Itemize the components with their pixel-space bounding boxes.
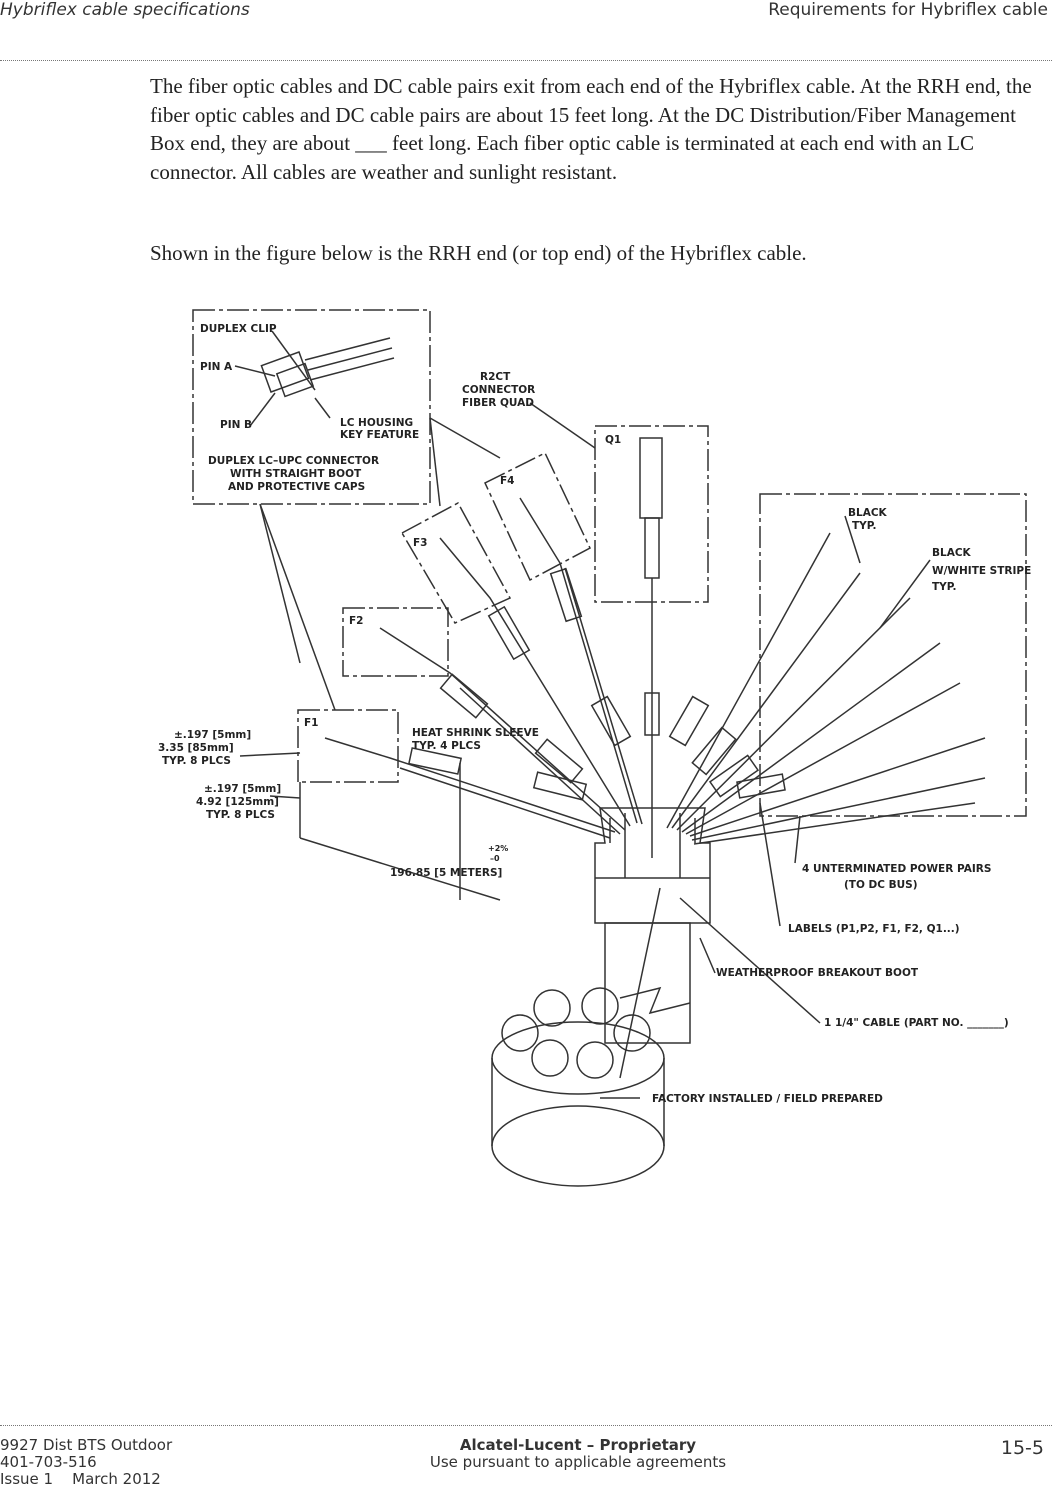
- footer-divider: [0, 1425, 1052, 1426]
- q1-connector: [639, 437, 663, 519]
- footer-product: 9927 Dist BTS Outdoor: [0, 1436, 173, 1454]
- cable-diagram: DUPLEX CLIP PIN A PIN B LC HOUSING KEY F…: [158, 309, 1031, 1187]
- label-pin-a: PIN A: [200, 361, 233, 373]
- f1-box: [297, 709, 399, 783]
- label-f3: F3: [413, 537, 427, 549]
- label-bws-stripe: W/WHITE STRIPE: [932, 565, 1031, 577]
- hybriflex-rrh-end-figure: DUPLEX CLIP PIN A PIN B LC HOUSING KEY F…: [140, 298, 1050, 1198]
- leader-detail-f2: [259, 503, 301, 664]
- label-lc-housing: LC HOUSING: [340, 417, 413, 429]
- label-fiber-quad: FIBER QUAD: [462, 397, 534, 409]
- label-pin-b: PIN B: [220, 419, 252, 431]
- label-duplex-clip: DUPLEX CLIP: [200, 323, 277, 335]
- footer-issue: Issue 1 March 2012: [0, 1470, 161, 1488]
- leader-detail-f1: [259, 503, 336, 711]
- label-f1: F1: [304, 717, 318, 729]
- label-duplex-conn-1: DUPLEX LC–UPC CONNECTOR: [208, 455, 379, 467]
- breakout-boot: [594, 807, 711, 924]
- label-dim1-tol: ±.197 [5mm]: [174, 729, 251, 741]
- paragraph-figure-intro: Shown in the figure below is the RRH end…: [150, 241, 807, 265]
- label-tol-minus: –0: [490, 854, 500, 863]
- label-cable: 1 1/4" CABLE (PART NO. _______): [824, 1017, 1009, 1029]
- label-key-feature: KEY FEATURE: [340, 429, 419, 441]
- label-bws-typ: TYP.: [932, 581, 957, 593]
- footer-document-info: 9927 Dist BTS Outdoor 401-703-516 Issue …: [0, 1437, 172, 1488]
- header-chapter-title: Requirements for Hybriflex cable: [768, 0, 1048, 20]
- label-dc-bus: (TO DC BUS): [844, 879, 918, 891]
- label-f2: F2: [349, 615, 363, 627]
- page-header: Hybriflex cable specifications Requireme…: [0, 0, 1052, 40]
- header-divider: [0, 60, 1052, 61]
- footer-doc-number: 401-703-516: [0, 1453, 97, 1471]
- detail-lc-connector: [260, 351, 310, 393]
- connector-detail-box: [192, 309, 431, 505]
- footer-proprietary-title: Alcatel-Lucent – Proprietary: [459, 1436, 697, 1454]
- q1-box: [594, 425, 709, 603]
- label-q1: Q1: [605, 434, 621, 446]
- paragraph-cable-description: The fiber optic cables and DC cable pair…: [150, 74, 1032, 184]
- label-dim1-plcs: TYP. 8 PLCS: [162, 755, 231, 767]
- label-black-typ: TYP.: [852, 520, 877, 532]
- label-dim2-len: 4.92 [125mm]: [196, 796, 279, 808]
- label-factory: FACTORY INSTALLED / FIELD PREPARED: [652, 1093, 883, 1105]
- cable-end: [491, 1105, 665, 1187]
- label-r2ct: R2CT: [480, 371, 511, 383]
- label-bws: BLACK: [932, 547, 972, 559]
- label-dim1-len: 3.35 [85mm]: [158, 742, 234, 754]
- label-heat-shrink: HEAT SHRINK SLEEVE: [412, 727, 539, 739]
- page-number: 15-5: [1000, 1437, 1044, 1459]
- label-breakout-boot: WEATHERPROOF BREAKOUT BOOT: [716, 967, 919, 979]
- header-section-title: Hybriflex cable specifications: [0, 0, 250, 20]
- label-dim2-tol: ±.197 [5mm]: [204, 783, 281, 795]
- f2-box: [342, 607, 449, 677]
- label-heat-shrink-plcs: TYP. 4 PLCS: [412, 740, 481, 752]
- label-duplex-conn-2: WITH STRAIGHT BOOT: [230, 468, 362, 480]
- f4-box: [484, 451, 591, 582]
- power-pairs-box: [759, 493, 1027, 817]
- label-black: BLACK: [848, 507, 888, 519]
- label-power-pairs: 4 UNTERMINATED POWER PAIRS: [802, 863, 991, 875]
- label-connector: CONNECTOR: [462, 384, 535, 396]
- label-labels: LABELS (P1,P2, F1, F2, Q1...): [788, 923, 960, 935]
- label-dim2-plcs: TYP. 8 PLCS: [206, 809, 275, 821]
- label-tol-plus: +2%: [488, 844, 508, 853]
- label-duplex-conn-3: AND PROTECTIVE CAPS: [228, 481, 365, 493]
- footer-proprietary-note: Use pursuant to applicable agreements: [429, 1453, 727, 1471]
- figure-labels: DUPLEX CLIP PIN A PIN B LC HOUSING KEY F…: [158, 323, 1031, 1105]
- f3-box: [400, 501, 512, 624]
- footer-proprietary: Alcatel-Lucent – Proprietary Use pursuan…: [430, 1437, 726, 1471]
- label-f4: F4: [500, 475, 514, 487]
- label-length: 196.85 [5 METERS]: [390, 867, 502, 879]
